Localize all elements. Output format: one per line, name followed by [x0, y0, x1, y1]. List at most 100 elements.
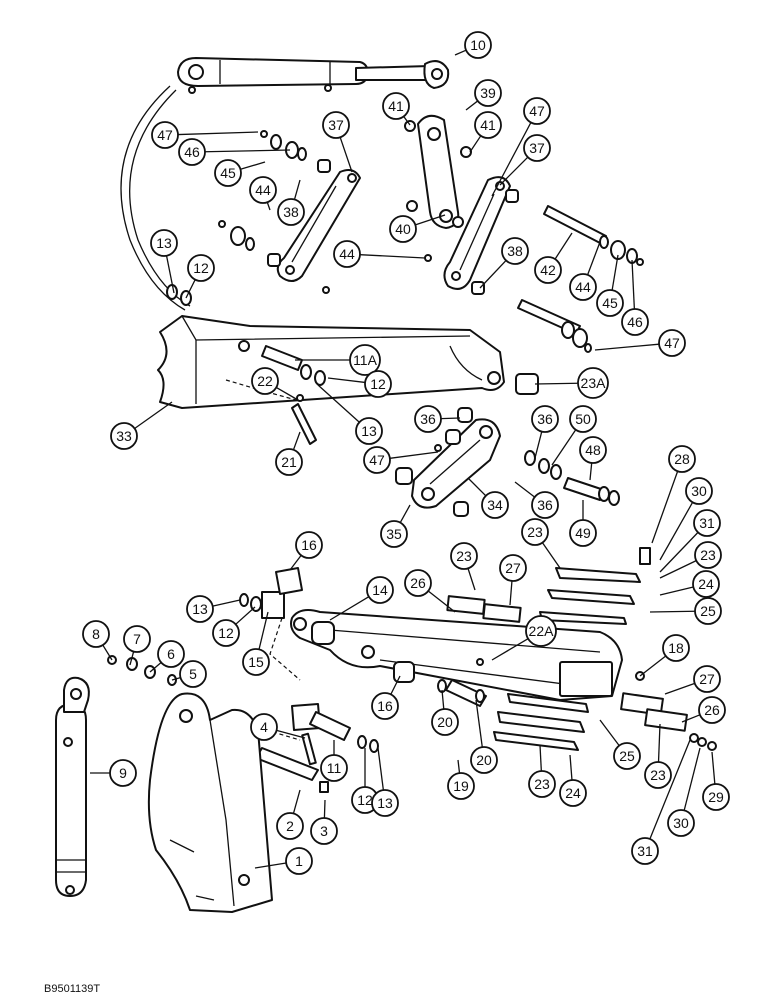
- callout-46: 46: [621, 259, 649, 336]
- callout-label: 46: [184, 144, 200, 160]
- callout-circle: [363, 446, 391, 474]
- callout-label: 19: [453, 778, 469, 794]
- callout-23: 23: [521, 518, 561, 569]
- callout-circle: [123, 625, 151, 653]
- leader-line: [659, 501, 694, 561]
- leader-line: [475, 699, 483, 748]
- callout-circle: [310, 817, 338, 845]
- leader-line: [339, 137, 353, 173]
- callout-47: 47: [594, 329, 686, 357]
- leader-line: [554, 232, 573, 260]
- callout-circle: [474, 111, 502, 139]
- callout-22A: 22A: [491, 615, 557, 661]
- callout-31: 31: [631, 739, 691, 865]
- callout-label: 12: [357, 792, 373, 808]
- callout-label: 23: [700, 547, 716, 563]
- callout-circle: [404, 569, 432, 597]
- pin-49-drawing: [524, 450, 620, 506]
- callout-25: 25: [649, 597, 722, 625]
- callout-label: 13: [377, 795, 393, 811]
- callout-8: 8: [82, 620, 113, 661]
- leader-line: [185, 279, 196, 299]
- callout-label: 9: [119, 765, 127, 781]
- callout-44: 44: [249, 176, 277, 211]
- callout-circle: [371, 692, 399, 720]
- callout-12: 12: [327, 370, 392, 398]
- callout-41: 41: [469, 111, 502, 153]
- callout-label: 42: [540, 262, 556, 278]
- callout-28: 28: [651, 445, 696, 544]
- callout-label: 48: [585, 442, 601, 458]
- callout-label: 13: [156, 235, 172, 251]
- callout-42: 42: [534, 232, 573, 284]
- callout-label: 7: [133, 631, 141, 647]
- callout-36: 36: [514, 481, 559, 519]
- leader-line: [491, 638, 529, 661]
- drawing-code: B9501139T: [44, 983, 101, 995]
- callout-39: 39: [465, 79, 502, 111]
- callout-circle: [521, 518, 549, 546]
- callout-12: 12: [212, 606, 256, 647]
- callout-26: 26: [681, 696, 726, 724]
- callout-label: 21: [281, 454, 297, 470]
- callout-label: 41: [388, 98, 404, 114]
- callout-circle: [685, 477, 713, 505]
- callout-label: 15: [248, 654, 264, 670]
- leader-line: [611, 254, 619, 291]
- leader-line: [389, 451, 439, 459]
- callout-38: 38: [479, 237, 529, 289]
- callout-circle: [470, 746, 498, 774]
- callout-label: 38: [283, 204, 299, 220]
- callout-circle: [214, 159, 242, 187]
- callout-47: 47: [491, 97, 551, 197]
- callout-circle: [179, 660, 207, 688]
- leader-line: [266, 202, 271, 211]
- callout-label: 47: [157, 127, 173, 143]
- callout-label: 36: [537, 497, 553, 513]
- callout-37: 37: [322, 111, 353, 173]
- callout-label: 39: [480, 85, 496, 101]
- leader-line: [681, 714, 701, 723]
- callout-circle: [693, 665, 721, 693]
- callout-41: 41: [382, 92, 411, 126]
- callout-circle: [355, 417, 383, 445]
- callout-20: 20: [431, 689, 459, 736]
- leader-line: [659, 586, 694, 596]
- leader-line: [499, 156, 529, 186]
- leader-line: [276, 729, 306, 739]
- callout-45: 45: [596, 254, 624, 317]
- callout-circle: [531, 405, 559, 433]
- callout-label: 25: [700, 603, 716, 619]
- callout-label: 38: [507, 243, 523, 259]
- callout-3: 3: [310, 799, 338, 845]
- callout-13: 13: [371, 747, 399, 817]
- callout-circle: [577, 367, 609, 399]
- callout-label: 41: [480, 117, 496, 133]
- leader-line: [403, 116, 411, 126]
- leader-line: [323, 799, 326, 819]
- leader-line: [569, 754, 573, 781]
- callout-45: 45: [214, 159, 266, 187]
- callout-5: 5: [171, 660, 207, 688]
- callout-circle: [431, 708, 459, 736]
- callout-circle: [644, 761, 672, 789]
- callout-18: 18: [639, 634, 690, 677]
- callout-label: 12: [370, 376, 386, 392]
- callout-circle: [613, 742, 641, 770]
- leader-line: [664, 682, 695, 695]
- callout-label: 50: [575, 411, 591, 427]
- callout-circle: [380, 520, 408, 548]
- callout-circle: [295, 531, 323, 559]
- leader-line: [683, 747, 701, 811]
- leader-line: [541, 542, 561, 569]
- leader-line: [441, 689, 445, 710]
- callout-13: 13: [150, 229, 178, 294]
- callout-label: 11: [327, 760, 342, 776]
- leader-line: [649, 610, 696, 613]
- leader-line: [491, 122, 532, 197]
- callout-label: 5: [189, 666, 197, 682]
- callout-label: 3: [320, 823, 328, 839]
- callout-circle: [277, 198, 305, 226]
- leader-line: [359, 254, 426, 259]
